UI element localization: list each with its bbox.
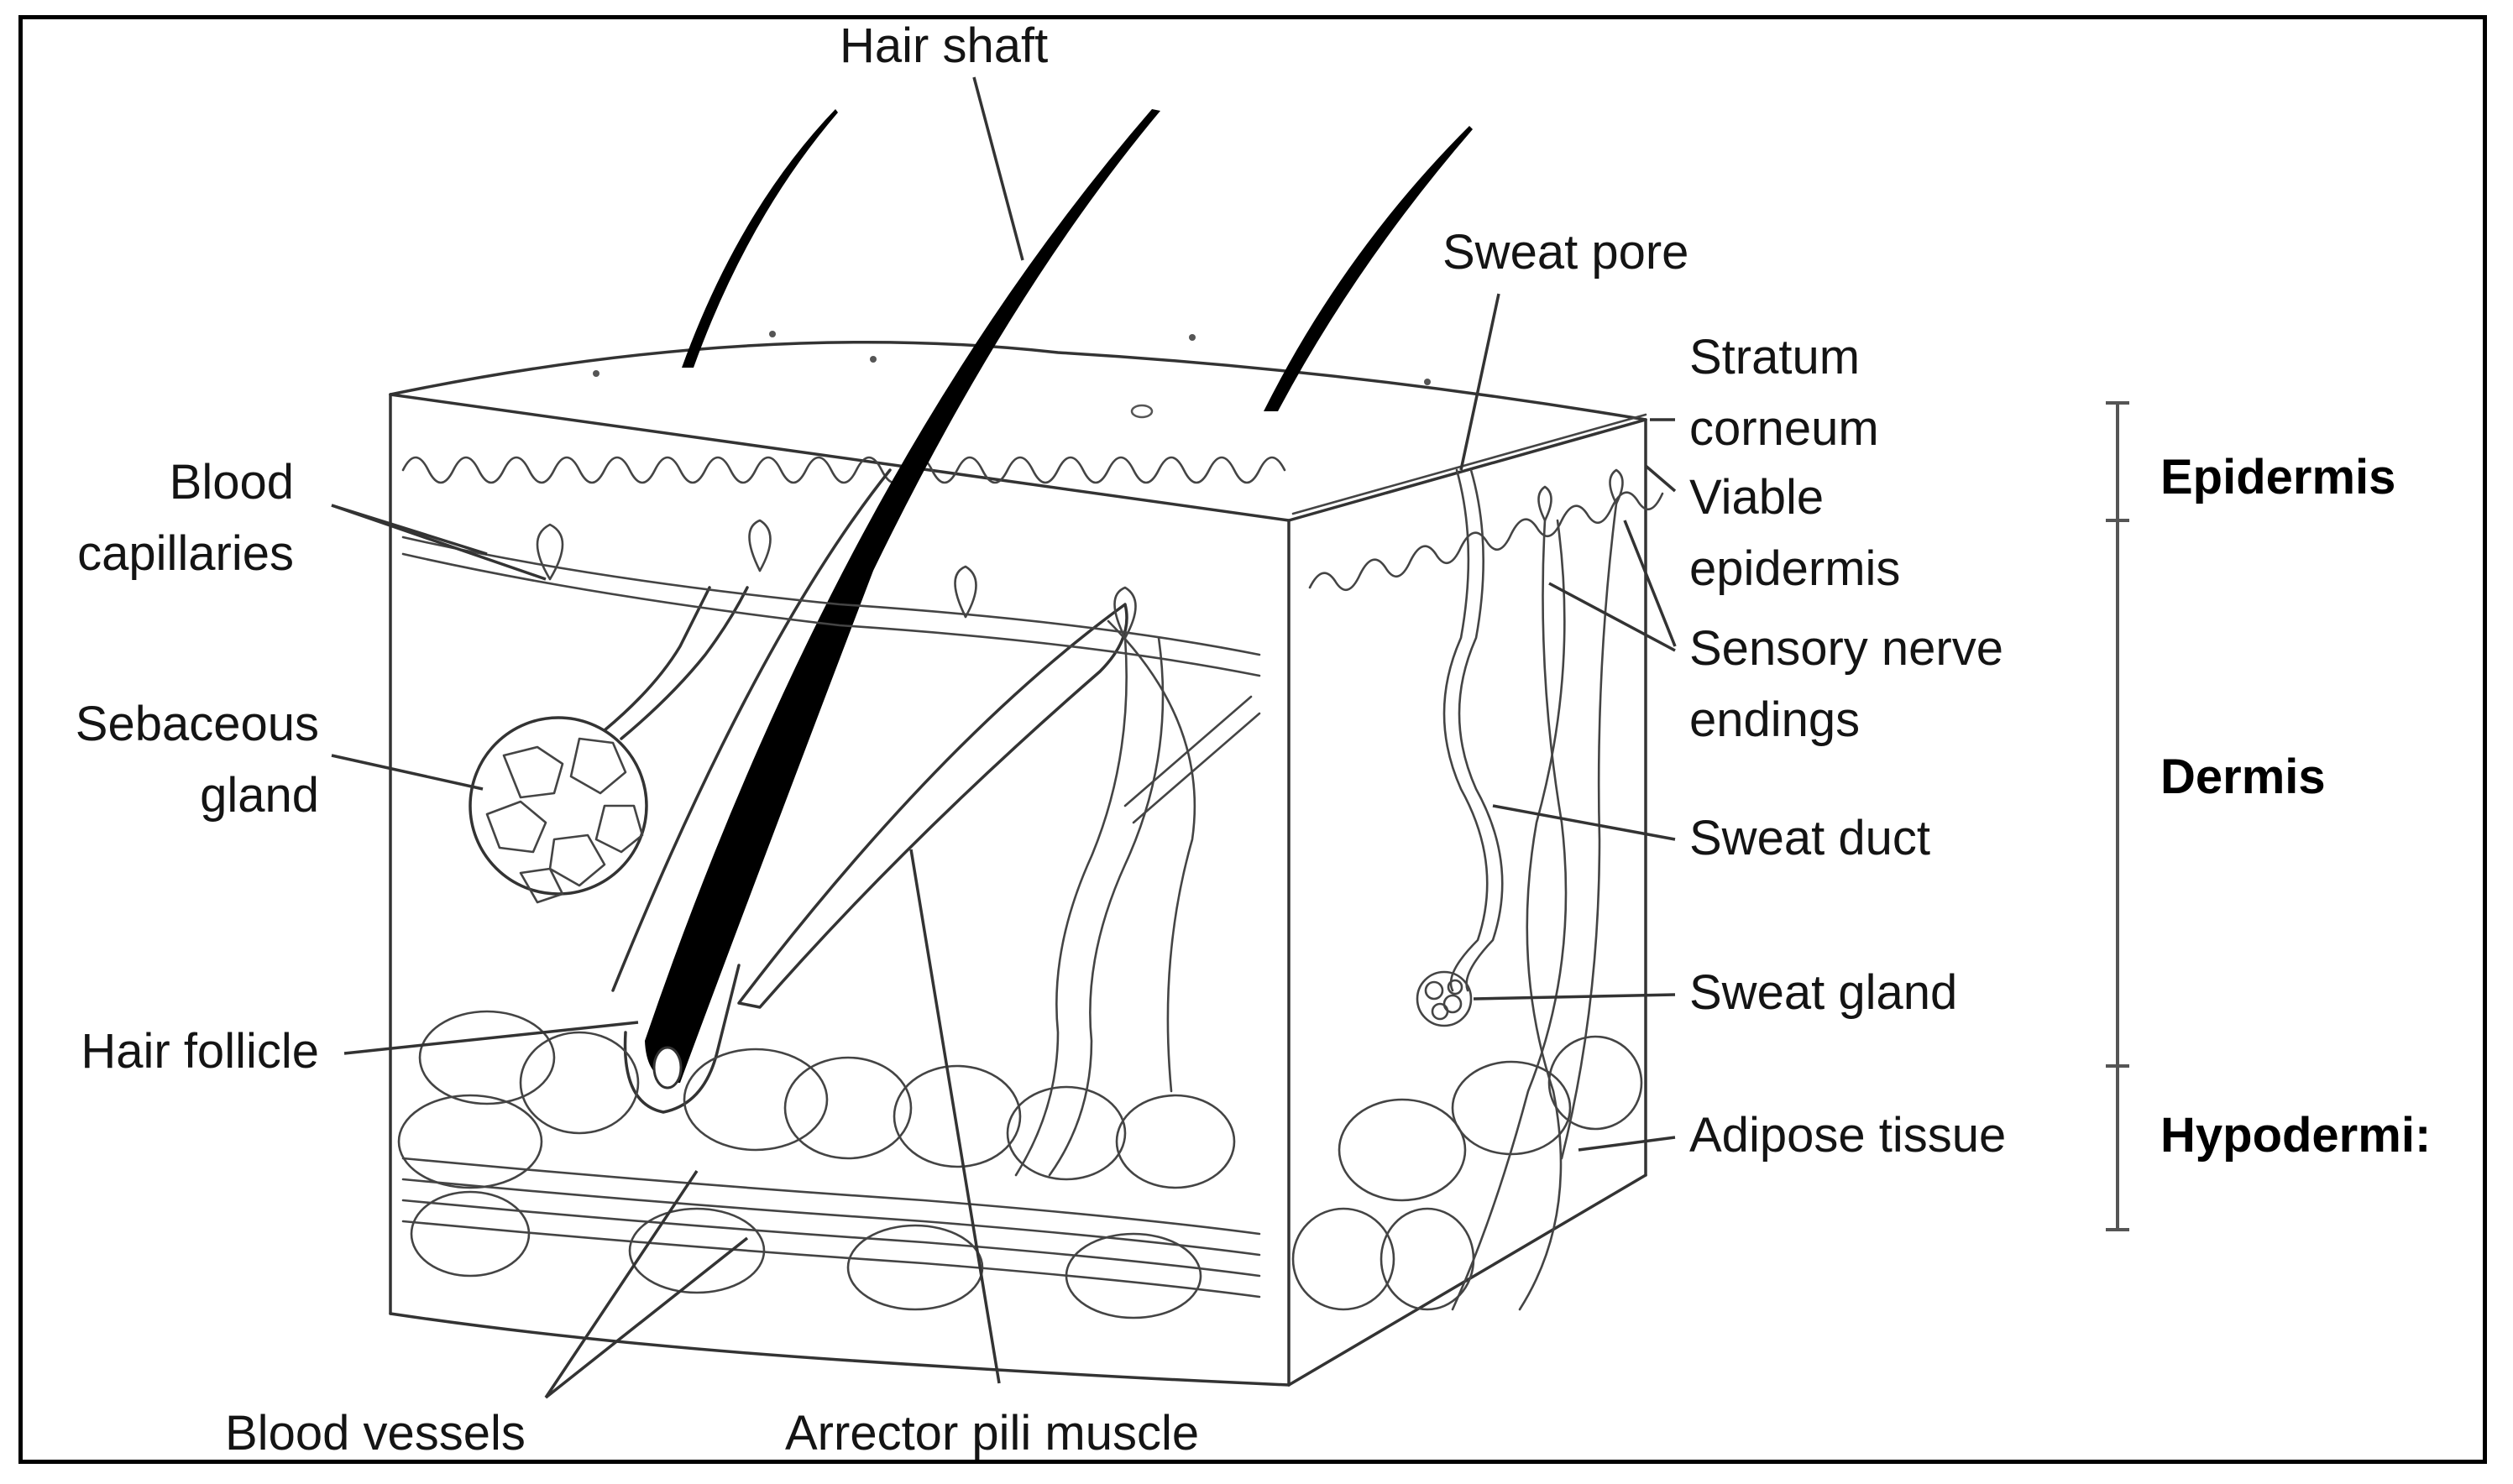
label-sensory-nerve-1: Sensory nerve xyxy=(1689,621,2003,676)
layer-bracket xyxy=(2106,401,2129,1231)
epidermis-wavy-front xyxy=(401,456,1286,484)
label-blood-capillaries-2: capillaries xyxy=(77,526,294,581)
adipose-cells-side xyxy=(1291,1035,1643,1311)
sweat-duct xyxy=(1442,468,1504,992)
hair-left xyxy=(682,109,838,368)
label-stratum-corneum-2: corneum xyxy=(1689,401,1879,456)
label-viable-epidermis-2: epidermis xyxy=(1689,541,1900,596)
label-sweat-pore: Sweat pore xyxy=(1442,225,1688,280)
label-sebaceous-gland-1: Sebaceous xyxy=(76,697,319,751)
label-hair-shaft: Hair shaft xyxy=(840,18,1048,73)
blood-vessels-bottom xyxy=(401,1157,1261,1298)
diagram-border xyxy=(18,15,2487,1464)
sebaceous-gland xyxy=(469,586,749,904)
adipose-cells-front xyxy=(397,1010,1236,1319)
skin-block xyxy=(389,340,1647,1387)
layer-label-hypodermis: Hypodermi: xyxy=(2160,1108,2431,1163)
label-blood-vessels: Blood vessels xyxy=(225,1406,526,1460)
sensory-nerves xyxy=(1451,468,1624,1311)
hair-shaft xyxy=(645,109,1160,1083)
label-arrector-pili: Arrector pili muscle xyxy=(785,1406,1199,1460)
label-sweat-duct: Sweat duct xyxy=(1689,811,1930,865)
label-sensory-nerve-2: endings xyxy=(1689,692,1860,747)
hair-right xyxy=(1264,126,1473,411)
capillaries xyxy=(401,519,1261,677)
label-stratum-corneum-1: Stratum xyxy=(1689,330,1860,384)
label-viable-epidermis-1: Viable xyxy=(1689,470,1824,525)
label-hair-follicle: Hair follicle xyxy=(81,1024,319,1079)
leader-lines xyxy=(331,76,1677,1399)
epidermis-wavy-side xyxy=(1308,491,1664,591)
label-sweat-gland: Sweat gland xyxy=(1689,965,1957,1020)
hair-follicle xyxy=(623,964,741,1114)
label-blood-capillaries-1: Blood xyxy=(170,455,294,509)
vessels-vertical xyxy=(1014,619,1261,1177)
surface-pores xyxy=(593,331,1431,419)
label-adipose-tissue: Adipose tissue xyxy=(1689,1108,2006,1163)
layer-label-epidermis: Epidermis xyxy=(2160,450,2395,504)
sweat-gland xyxy=(1416,970,1473,1027)
label-sebaceous-gland-2: gland xyxy=(200,768,319,823)
layer-label-dermis: Dermis xyxy=(2160,750,2326,804)
